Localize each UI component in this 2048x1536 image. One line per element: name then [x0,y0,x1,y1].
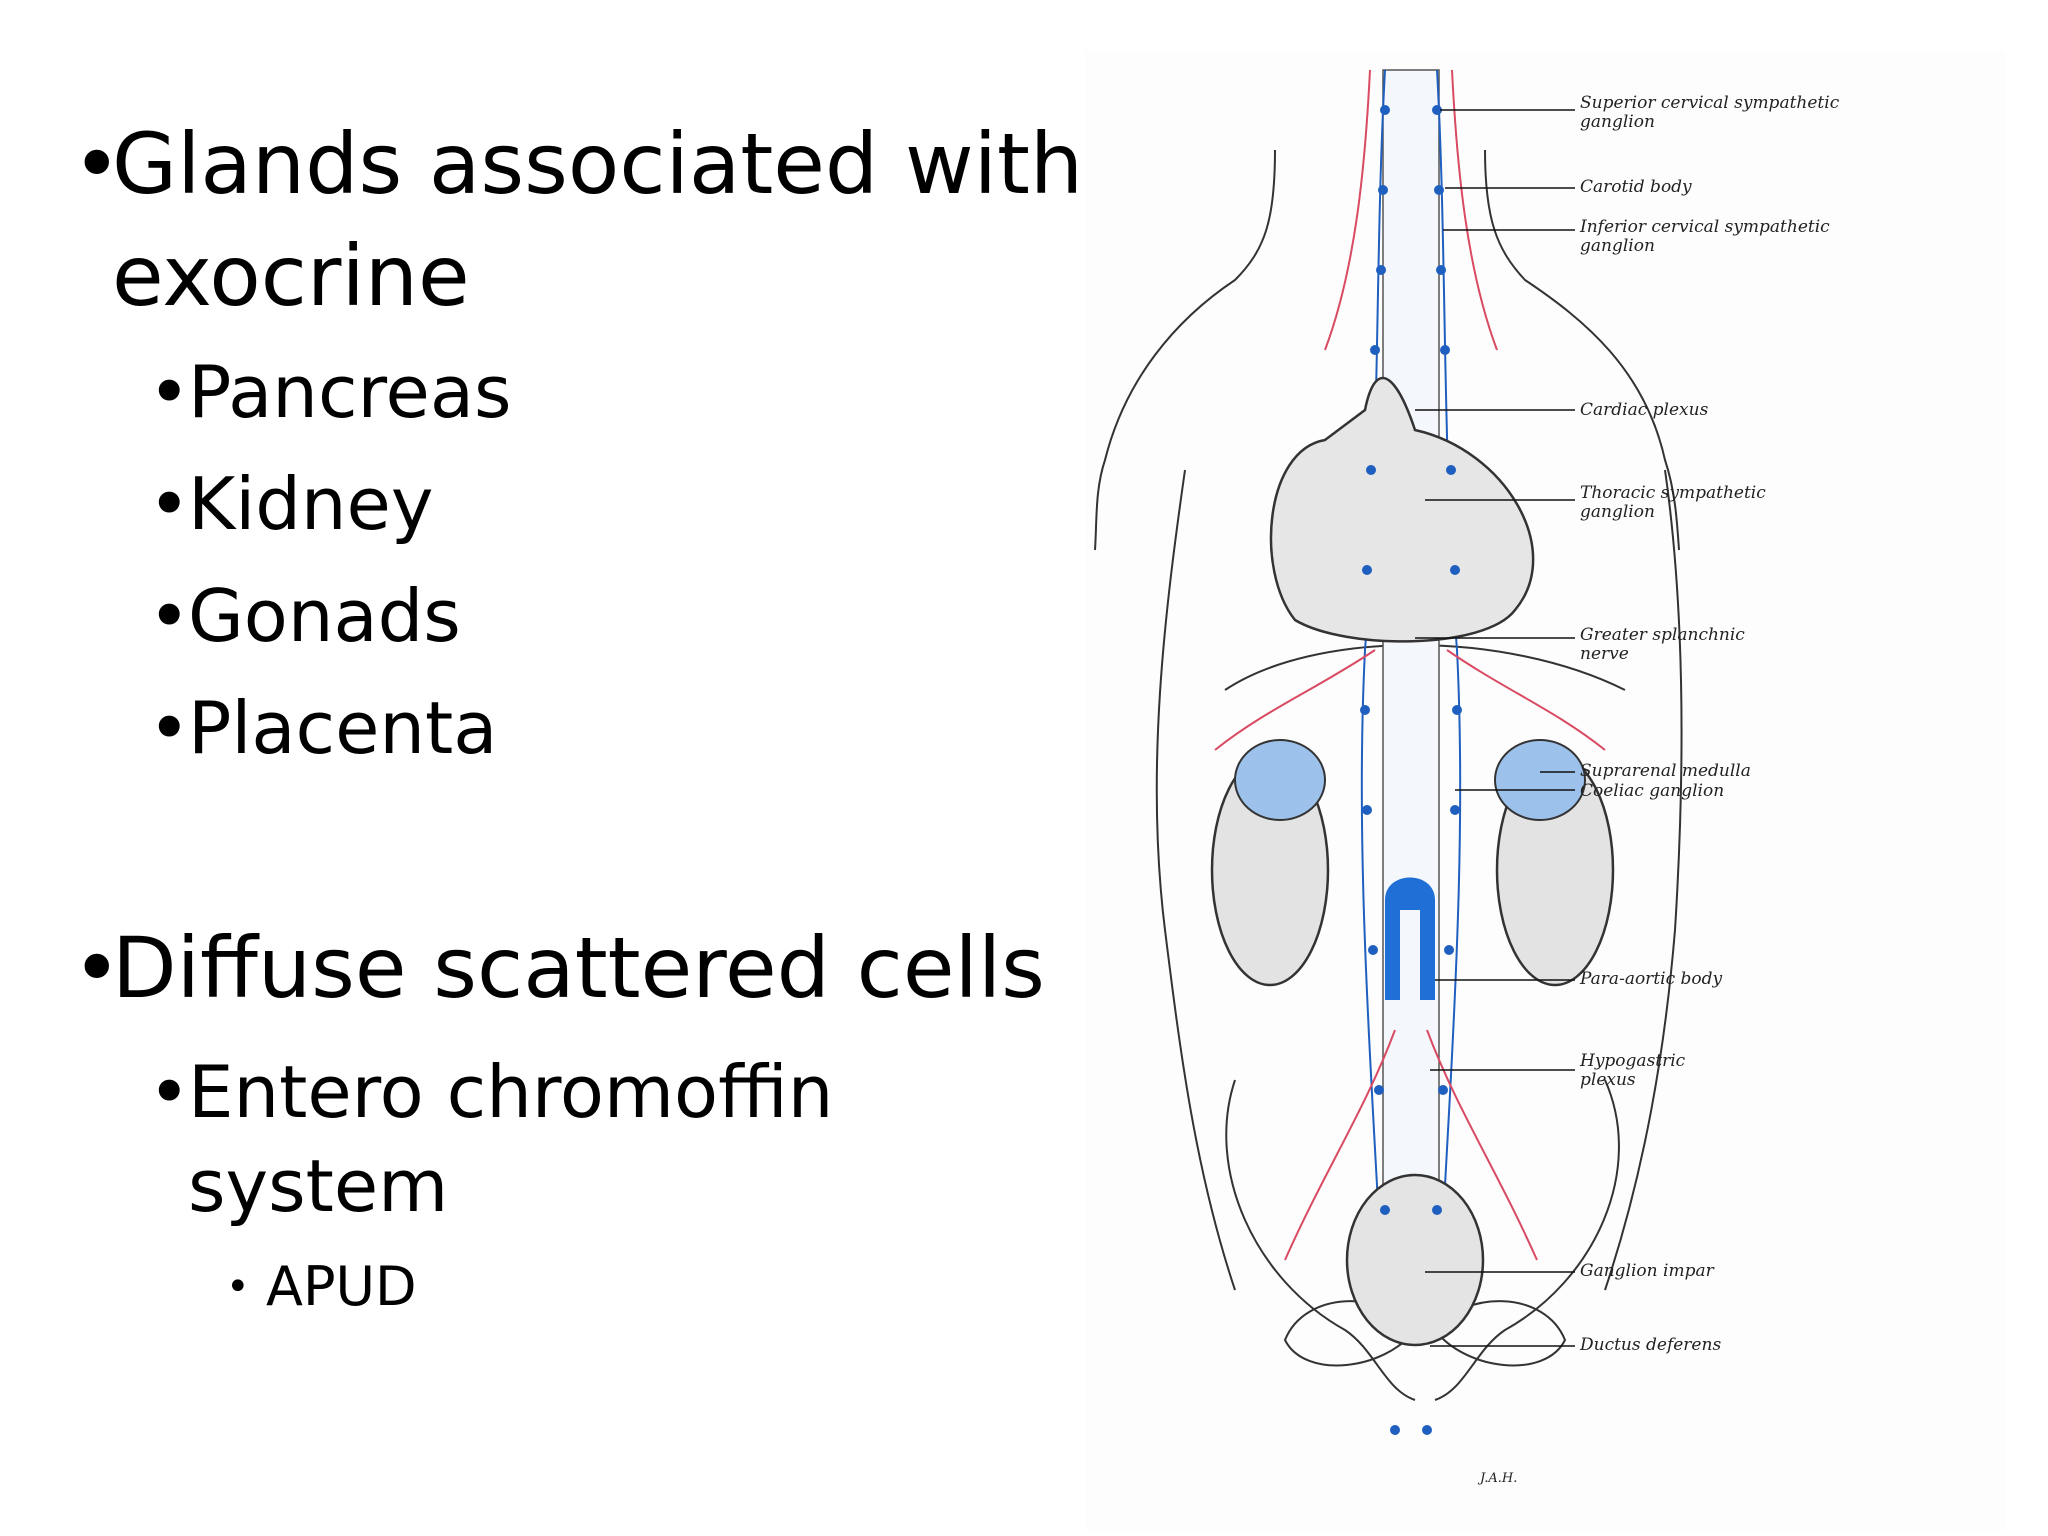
label-thoracic-ganglion: Thoracic sympathetic [1580,483,1766,503]
iliac-vessels [1284,1029,1538,1261]
label-hypogastric-plexus: Hypogastric [1579,1051,1686,1071]
bullet-glands-line1: Glands associated with [112,115,1084,213]
bullet-pancreas: • Pancreas [148,336,511,448]
label-para-aortic-body: Para-aortic body [1579,969,1723,989]
right-carotid-vessel [1446,69,1606,751]
bullet-glands: • Glands associated with [72,108,1083,220]
bullet-entero-line1: Entero chromoffin [188,1050,834,1134]
illustrator-signature: J.A.H. [1477,1471,1517,1486]
label-superior-cervical-2: ganglion [1580,112,1655,132]
label-ductus-deferens: Ductus deferens [1579,1335,1721,1355]
bullet-entero-continued: system [188,1130,448,1242]
bullet-pancreas-text: Pancreas [188,350,512,434]
torso-left [1155,469,1236,1291]
label-hypogastric-plexus-2: plexus [1580,1070,1636,1090]
bladder [1345,1173,1485,1347]
anatomy-figure: Superior cervical sympathetic ganglion C… [1085,50,2005,1530]
bullet-kidney-text: Kidney [188,462,434,546]
bullet-gonads: • Gonads [148,560,461,672]
bullet-placenta: • Placenta [148,672,497,784]
label-coeliac-ganglion: Coeliac ganglion [1580,781,1724,801]
right-sympathetic-chain [1436,69,1462,1331]
bullet-placenta-text: Placenta [188,686,498,770]
heart [1269,376,1535,643]
ganglia-dots [1360,105,1462,1435]
body-outline-right [1484,149,1680,551]
bullet-gonads-text: Gonads [188,574,461,658]
label-cardiac-plexus: Cardiac plexus [1580,400,1709,420]
left-suprarenal-gland [1234,739,1326,821]
left-carotid-vessel [1214,69,1376,751]
bullet-marker: • [72,115,122,213]
right-suprarenal-gland [1494,739,1586,821]
label-ganglion-impar: Ganglion impar [1580,1261,1715,1281]
bullet-entero: • Entero chromoffin [148,1036,833,1148]
label-thoracic-ganglion-2: ganglion [1580,502,1655,522]
bullet-marker: • [148,574,191,658]
bullet-marker: • [226,1264,250,1310]
bullet-apud-text: APUD [266,1255,417,1318]
bullet-marker: • [148,462,191,546]
body-outline-left [1094,149,1276,551]
label-greater-splanchnic-2: nerve [1580,644,1629,664]
bullet-kidney: • Kidney [148,448,433,560]
label-superior-cervical: Superior cervical sympathetic [1580,93,1840,113]
torso-right [1604,469,1683,1291]
bullet-glands-line2: exocrine [112,227,470,325]
left-sympathetic-chain [1360,69,1386,1331]
bullet-apud: • APUD [226,1252,417,1322]
vertebral-column [1382,69,1440,1331]
label-inferior-cervical-2: ganglion [1580,236,1655,256]
bullet-diffuse: • Diffuse scattered cells [72,912,1045,1024]
bullet-marker: • [148,1050,191,1134]
label-carotid-body: Carotid body [1580,177,1692,197]
label-inferior-cervical: Inferior cervical sympathetic [1579,217,1830,237]
bullet-marker: • [148,350,191,434]
bullet-marker: • [148,686,191,770]
label-greater-splanchnic: Greater splanchnic [1580,625,1745,645]
pelvis-outline [1225,1079,1620,1401]
leader-lines [1415,109,1575,1347]
para-aortic-body [1385,877,1435,1000]
bullet-marker: • [72,919,122,1017]
bullet-diffuse-text: Diffuse scattered cells [112,919,1045,1017]
slide-text-column: • Glands associated with exocrine • Panc… [72,108,1083,1322]
bullet-glands-continued: exocrine [112,220,470,332]
label-suprarenal-medulla: Suprarenal medulla [1580,761,1751,781]
sympathetic-system-illustration: Superior cervical sympathetic ganglion C… [1094,69,1840,1486]
bullet-entero-line2: system [188,1144,449,1228]
